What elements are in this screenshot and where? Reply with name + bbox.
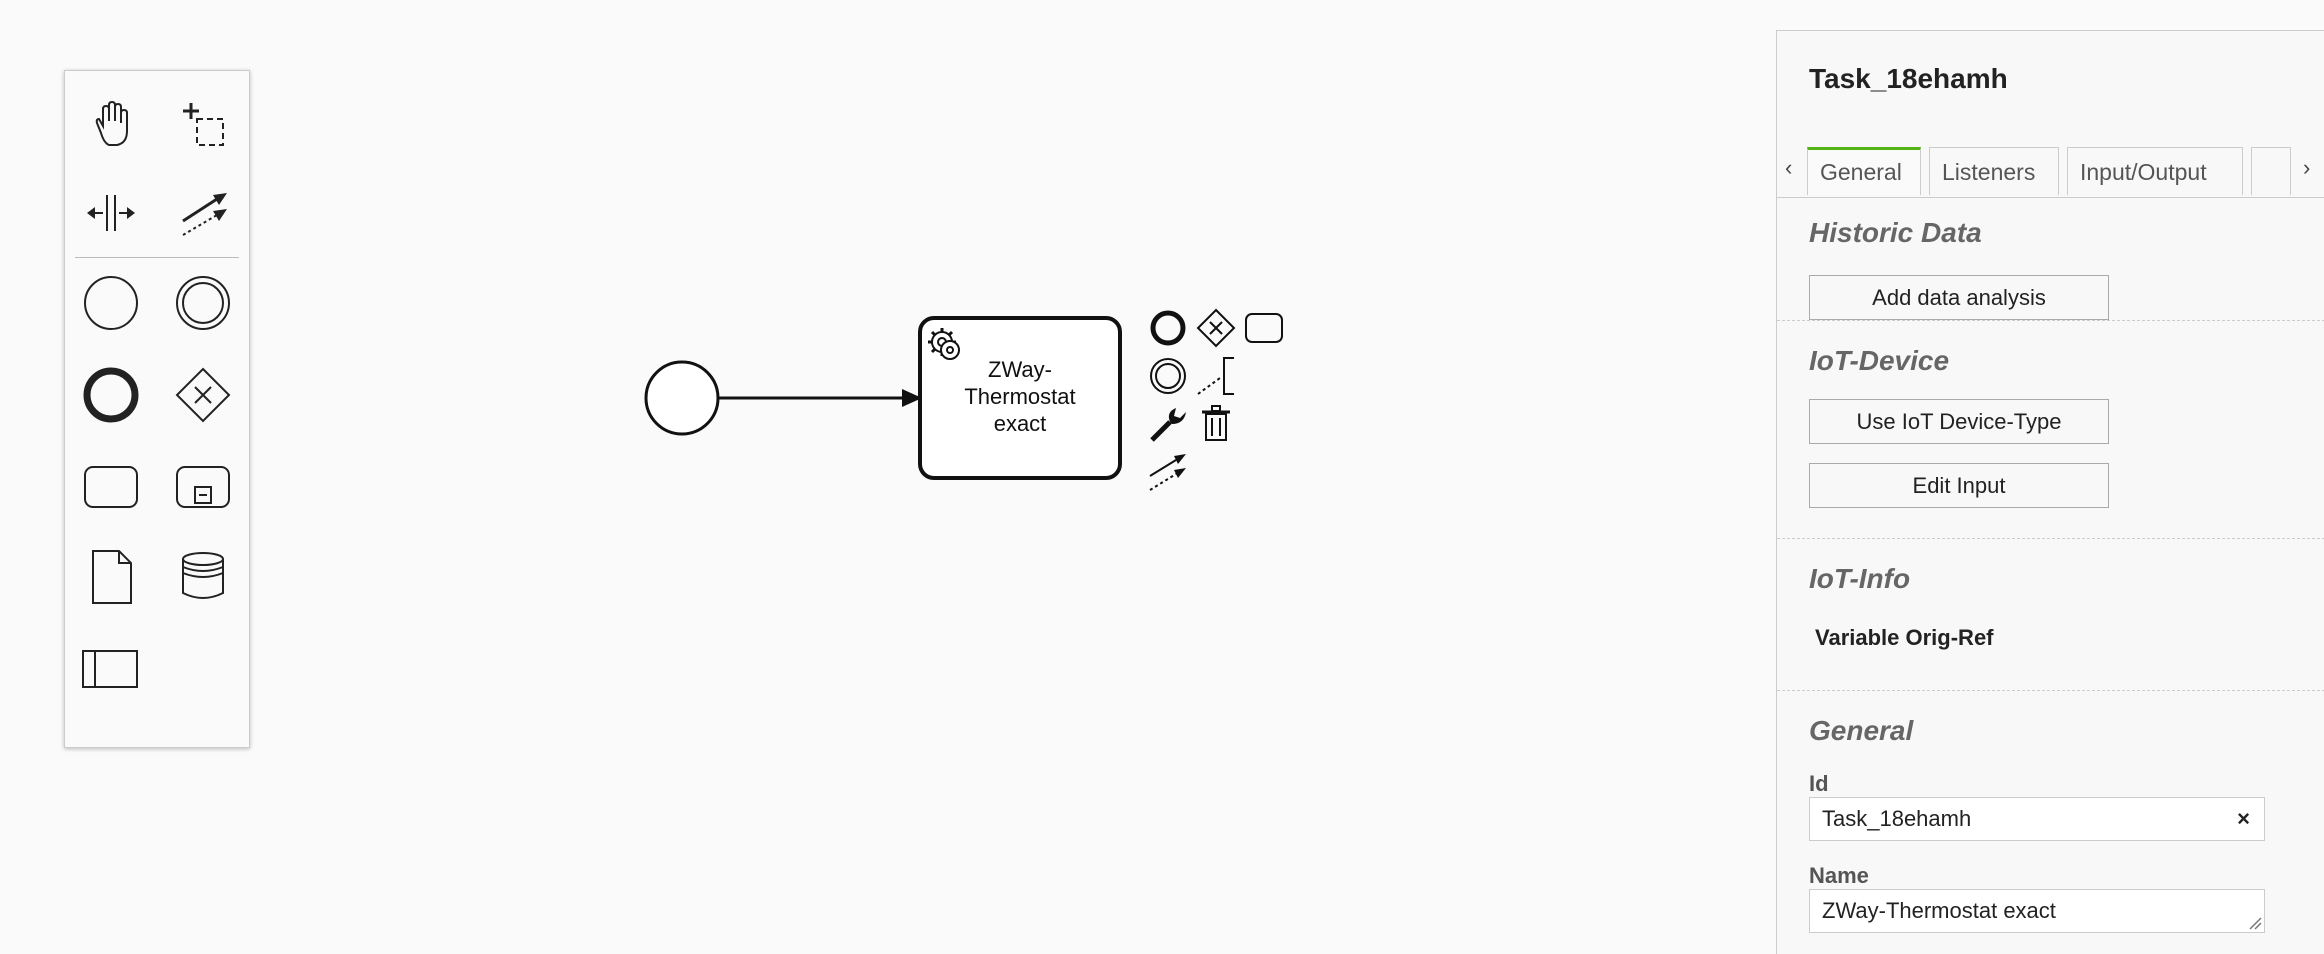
id-label: Id: [1809, 771, 1829, 796]
delete-element[interactable]: [1192, 400, 1240, 448]
end-event-icon: [83, 367, 139, 423]
global-connect-tool[interactable]: [171, 181, 235, 245]
append-gateway[interactable]: [1192, 304, 1240, 352]
subprocess-icon: [176, 466, 230, 508]
trash-icon: [1202, 405, 1230, 441]
exclusive-gateway-icon: [175, 367, 231, 423]
space-tool[interactable]: [79, 181, 143, 245]
create-data-store[interactable]: [171, 545, 235, 609]
tool-palette: [64, 70, 250, 748]
group-iot-device: IoT-Device Use IoT Device-Type Edit Inpu…: [1777, 321, 2324, 539]
service-task[interactable]: [918, 316, 1122, 480]
create-exclusive-gateway[interactable]: [171, 363, 235, 427]
clear-id-button[interactable]: ×: [2237, 806, 2250, 831]
group-title: IoT-Info: [1809, 563, 1911, 594]
append-text-annotation[interactable]: [1192, 352, 1240, 400]
id-value: Task_18ehamh: [1822, 806, 1972, 831]
diagram-canvas: [644, 316, 1122, 480]
data-object-icon: [92, 550, 132, 604]
intermediate-event-icon: [1150, 358, 1186, 394]
tab-scroll-left[interactable]: ‹: [1785, 155, 1793, 180]
tab-input-output[interactable]: Input/Output: [2067, 147, 2243, 195]
connect-icon: [1149, 454, 1186, 491]
text-annotation-icon: [1197, 357, 1234, 395]
task-icon: [84, 466, 138, 508]
connect-using-flow[interactable]: [1144, 448, 1192, 496]
create-data-object[interactable]: [79, 545, 143, 609]
append-task[interactable]: [1240, 304, 1288, 352]
group-iot-info: IoT-Info Variable Orig-Ref: [1777, 539, 2324, 691]
name-label: Name: [1809, 863, 1869, 888]
change-type[interactable]: [1144, 400, 1192, 448]
tab-general[interactable]: General: [1807, 147, 1921, 195]
palette-separator: [75, 257, 239, 258]
group-title: IoT-Device: [1809, 345, 1950, 376]
resize-handle-icon[interactable]: [2248, 916, 2262, 930]
group-title: Historic Data: [1809, 217, 1982, 248]
pool-icon: [82, 650, 138, 688]
group-historic-data: Historic Data Add data analysis: [1777, 197, 2324, 321]
append-intermediate-event[interactable]: [1144, 352, 1192, 400]
data-store-icon: [182, 552, 224, 599]
group-title: General: [1809, 715, 1914, 746]
lasso-tool[interactable]: [171, 93, 235, 157]
panel-title: Task_18ehamh: [1809, 63, 2008, 94]
create-subprocess[interactable]: [171, 455, 235, 519]
add-data-analysis-button[interactable]: Add data analysis: [1809, 275, 2109, 320]
tab-listeners[interactable]: Listeners: [1929, 147, 2059, 195]
tab-overflow[interactable]: [2251, 147, 2291, 195]
start-event-icon: [84, 276, 138, 330]
space-icon: [87, 195, 135, 231]
intermediate-event-icon: [176, 276, 230, 330]
connect-icon: [182, 193, 227, 236]
variable-orig-ref-label: Variable Orig-Ref: [1815, 625, 1994, 650]
append-end-event[interactable]: [1144, 304, 1192, 352]
group-general: General Id Task_18ehamh × Name ZWay-Ther…: [1777, 691, 2324, 954]
name-field[interactable]: ZWay-Thermostat exact: [1809, 889, 2265, 933]
end-event-icon: [1150, 310, 1186, 346]
hand-icon: [95, 100, 128, 146]
create-end-event[interactable]: [79, 363, 143, 427]
edit-input-button[interactable]: Edit Input: [1809, 463, 2109, 508]
properties-panel: Task_18ehamh ‹ General Listeners Input/O…: [1776, 30, 2324, 954]
create-pool[interactable]: [79, 637, 143, 701]
start-event[interactable]: [644, 360, 720, 436]
hand-tool[interactable]: [79, 93, 143, 157]
id-field[interactable]: Task_18ehamh ×: [1809, 797, 2265, 841]
name-value: ZWay-Thermostat exact: [1822, 898, 2056, 923]
task-icon: [1245, 313, 1283, 343]
wrench-icon: [1150, 408, 1186, 442]
sequence-flow[interactable]: [718, 389, 922, 407]
tab-bar: ‹ General Listeners Input/Output ›: [1777, 117, 2324, 198]
lasso-icon: [183, 103, 224, 146]
gear-icon: [928, 328, 960, 360]
tab-scroll-right[interactable]: ›: [2303, 155, 2311, 180]
exclusive-gateway-icon: [1196, 308, 1236, 348]
create-start-event[interactable]: [79, 271, 143, 335]
task-label: ZWay- Thermostat exact: [964, 357, 1076, 436]
create-task[interactable]: [79, 455, 143, 519]
use-iot-device-type-button[interactable]: Use IoT Device-Type: [1809, 399, 2109, 444]
create-intermediate-event[interactable]: [171, 271, 235, 335]
